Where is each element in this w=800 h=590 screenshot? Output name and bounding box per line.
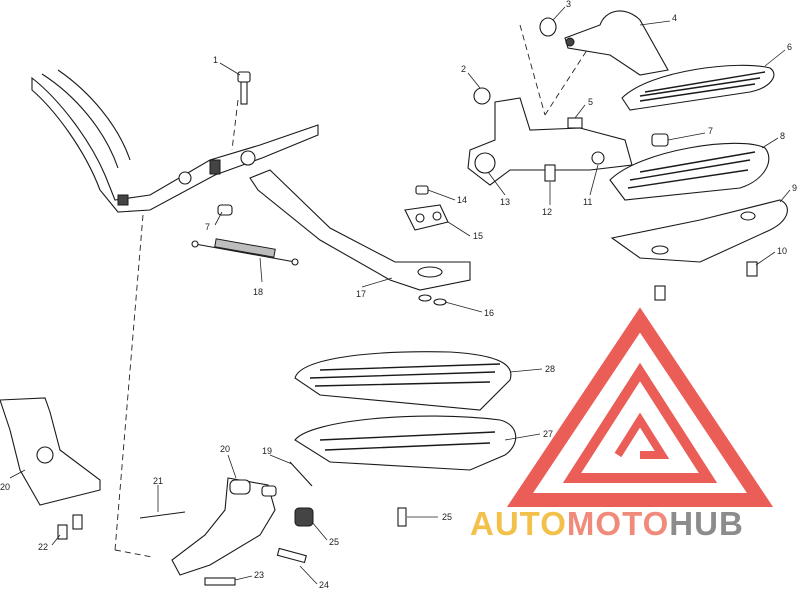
- bracket-arm-part-13: [467, 97, 633, 186]
- bolt-part-25: [397, 507, 407, 527]
- callout-16: 16: [484, 308, 494, 318]
- pin-part-21: [139, 511, 186, 519]
- callout-22: 22: [38, 542, 48, 552]
- bolt-part-10-left: [654, 285, 666, 301]
- callout-25-right: 25: [442, 512, 452, 522]
- watermark-logo: [506, 307, 774, 507]
- callout-25-left: 25: [329, 537, 339, 547]
- callout-23: 23: [254, 570, 264, 580]
- callout-28: 28: [545, 364, 555, 374]
- nut-part-7-left: [217, 204, 233, 216]
- watermark-text: AUTOMOTOHUB: [470, 505, 744, 543]
- callout-7-left: 7: [205, 222, 210, 232]
- spring-assembly-part-25: [294, 507, 407, 527]
- footboard-base-part-9: [610, 199, 788, 263]
- bolt-part-24: [276, 547, 307, 564]
- watermark-moto: MOTO: [566, 505, 670, 542]
- callout-8: 8: [780, 131, 785, 141]
- washers-part-16: [418, 294, 447, 306]
- alignment-line-left: [114, 214, 144, 551]
- callout-21: 21: [153, 476, 163, 486]
- washer-part-2: [473, 87, 491, 105]
- callout-24: 24: [319, 580, 329, 590]
- frame-tube: [31, 69, 319, 213]
- callout-10: 10: [777, 246, 787, 256]
- bolt-part-23: [204, 577, 236, 586]
- callout-6: 6: [787, 42, 792, 52]
- footboard-part-8: [609, 142, 770, 201]
- callout-13: 13: [500, 197, 510, 207]
- alignment-line-horn-left: [519, 24, 546, 116]
- callout-4: 4: [672, 13, 677, 23]
- bolt-part-10-right: [746, 261, 758, 277]
- callout-3: 3: [566, 0, 571, 9]
- nut-part-3: [539, 17, 557, 37]
- callout-12: 12: [542, 207, 552, 217]
- callout-15: 15: [473, 231, 483, 241]
- callout-18: 18: [253, 287, 263, 297]
- nut-part-7-right: [651, 133, 669, 147]
- watermark-hub: HUB: [669, 505, 744, 542]
- callout-9: 9: [792, 183, 797, 193]
- bolt-part-22-left: [57, 524, 68, 540]
- bracket-part-20-left: [0, 397, 101, 506]
- horn-part-4: [564, 10, 669, 76]
- callout-14: 14: [457, 195, 467, 205]
- callout-2: 2: [461, 64, 466, 74]
- mount-block-part-15: [404, 185, 449, 231]
- callout-27: 27: [543, 429, 553, 439]
- footboard-part-28: [294, 351, 512, 411]
- callout-17: 17: [356, 289, 366, 299]
- footboard-part-27: [294, 415, 517, 471]
- watermark-auto: AUTO: [470, 505, 567, 542]
- footboard-part-6: [621, 64, 775, 111]
- alignment-line-bottom: [114, 549, 153, 558]
- callout-11: 11: [583, 197, 592, 207]
- leader-lines: [9, 6, 791, 585]
- bolt-part-22-right: [72, 514, 83, 530]
- callout-5: 5: [588, 97, 593, 107]
- alignment-line-bolt: [231, 99, 239, 151]
- callout-1: 1: [213, 55, 218, 65]
- callout-7-right: 7: [708, 126, 713, 136]
- bracket-part-20-lower: [171, 477, 277, 576]
- callout-20-lower: 20: [220, 444, 230, 454]
- linkage-bar-part-17: [249, 169, 471, 291]
- callout-20-left: 20: [0, 482, 10, 492]
- bolt-part-1: [237, 71, 251, 105]
- spring-rod-part-18: [191, 238, 299, 266]
- callout-19: 19: [262, 446, 272, 456]
- pin-part-19: [289, 461, 313, 487]
